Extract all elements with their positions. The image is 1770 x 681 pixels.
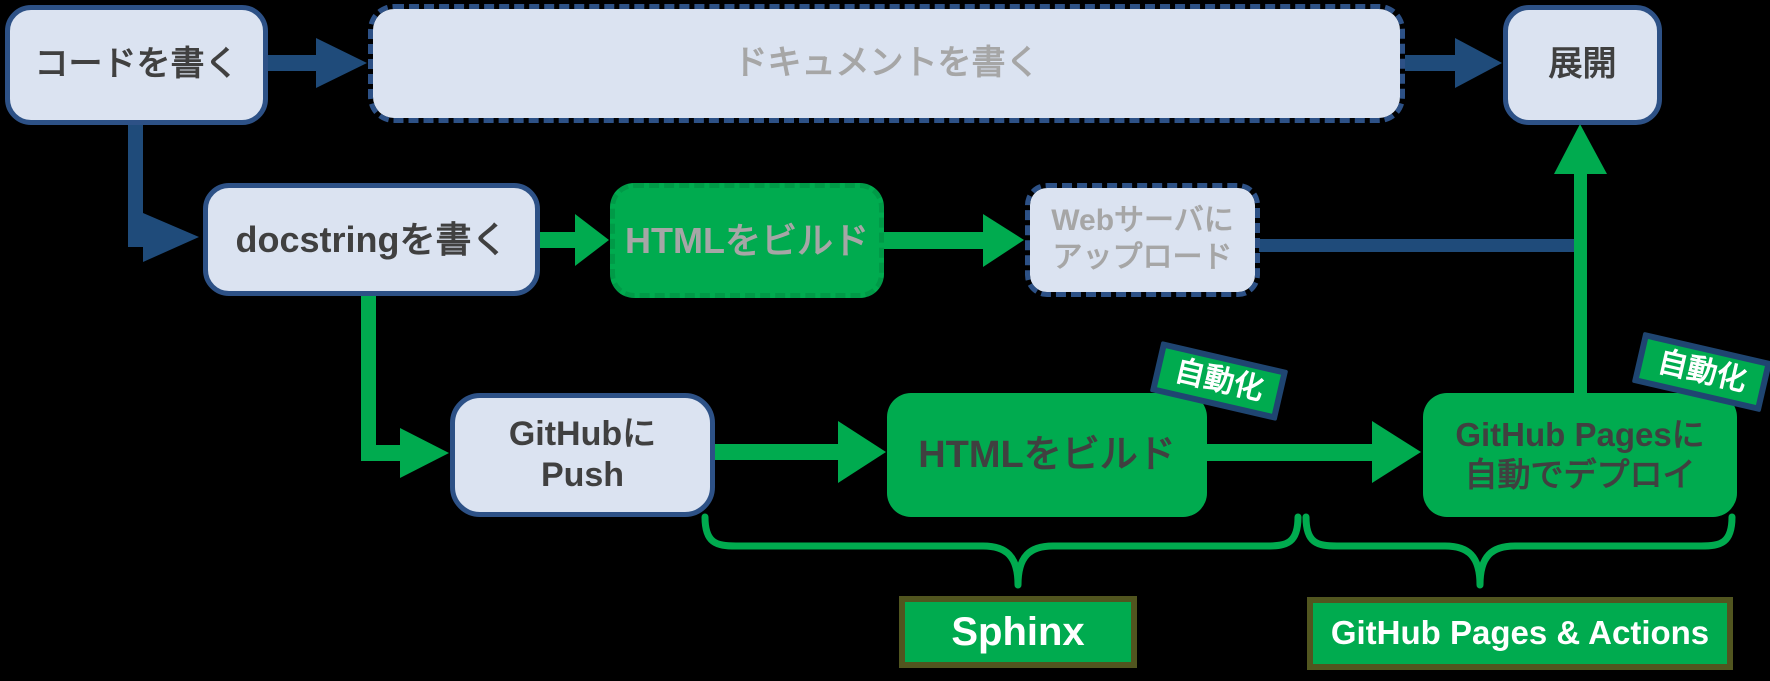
arrow-ghpages-to-deploy (1554, 124, 1607, 393)
line-upload-to-deploy (1259, 239, 1580, 252)
label-gh-pages-actions-text: GitHub Pages & Actions (1330, 614, 1710, 652)
brace-sphinx (701, 513, 1302, 589)
arrow-build-to-ghpages (1206, 421, 1421, 483)
label-sphinx-text: Sphinx (951, 609, 1085, 654)
node-gh-pages-deploy: GitHub Pagesに 自動でデプロイ (1423, 393, 1737, 517)
arrow-code-to-docstring (128, 125, 199, 262)
node-write-code-label: コードを書く (34, 45, 239, 84)
node-upload-webserver: Webサーバに アップロード (1025, 183, 1260, 297)
node-build-html-auto: HTMLをビルド (887, 393, 1207, 517)
arrow-code-to-doc (268, 38, 367, 88)
node-build-html-manual: HTMLをビルド (610, 183, 884, 298)
arrow-docstring-to-push (361, 294, 449, 478)
arrow-docstring-to-build (539, 214, 609, 266)
arrow-push-to-build (714, 421, 886, 483)
node-write-document: ドキュメントを書く (368, 4, 1405, 123)
node-deploy: 展開 (1503, 5, 1662, 125)
node-build-html-manual-label: HTMLをビルド (625, 219, 869, 261)
node-write-document-label: ドキュメントを書く (733, 43, 1040, 82)
node-write-code: コードを書く (5, 5, 268, 125)
node-gh-pages-deploy-label: GitHub Pagesに 自動でデプロイ (1455, 415, 1705, 493)
node-github-push: GitHubに Push (450, 393, 715, 517)
label-sphinx: Sphinx (899, 596, 1137, 668)
node-deploy-label: 展開 (1548, 45, 1617, 84)
arrow-build-to-upload (883, 214, 1024, 267)
arrow-doc-to-deploy (1405, 38, 1502, 88)
node-write-docstring: docstringを書く (203, 183, 540, 296)
node-upload-webserver-label: Webサーバに アップロード (1051, 204, 1234, 274)
node-write-docstring-label: docstringを書く (235, 218, 508, 260)
node-github-push-label: GitHubに Push (508, 414, 657, 494)
node-build-html-auto-label: HTMLをビルド (918, 433, 1176, 476)
label-gh-pages-actions: GitHub Pages & Actions (1307, 597, 1733, 670)
brace-gh-actions (1302, 513, 1736, 589)
